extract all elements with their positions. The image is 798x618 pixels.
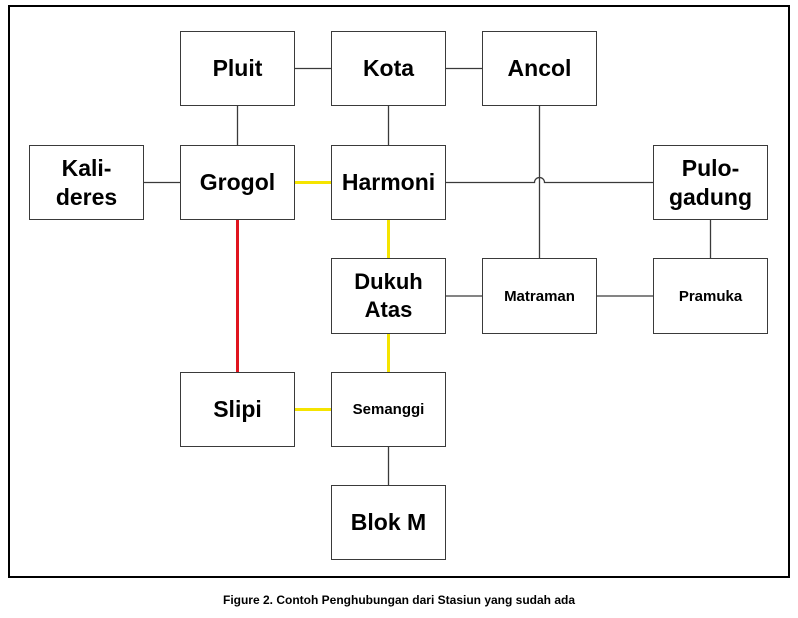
station-matraman: Matraman — [482, 258, 597, 334]
connection-harmoni-pulogadung — [446, 176, 653, 184]
figure-caption: Figure 2. Contoh Penghubungan dari Stasi… — [222, 593, 576, 607]
station-semanggi: Semanggi — [331, 372, 446, 447]
station-ancol: Ancol — [482, 31, 597, 106]
station-slipi: Slipi — [180, 372, 295, 447]
station-pulogadung: Pulo- gadung — [653, 145, 768, 220]
station-harmoni: Harmoni — [331, 145, 446, 220]
station-pluit: Pluit — [180, 31, 295, 106]
station-grogol: Grogol — [180, 145, 295, 220]
station-blok-m: Blok M — [331, 485, 446, 560]
station-kota: Kota — [331, 31, 446, 106]
station-kalideres: Kali- deres — [29, 145, 144, 220]
station-pramuka: Pramuka — [653, 258, 768, 334]
station-dukuh-atas: Dukuh Atas — [331, 258, 446, 334]
